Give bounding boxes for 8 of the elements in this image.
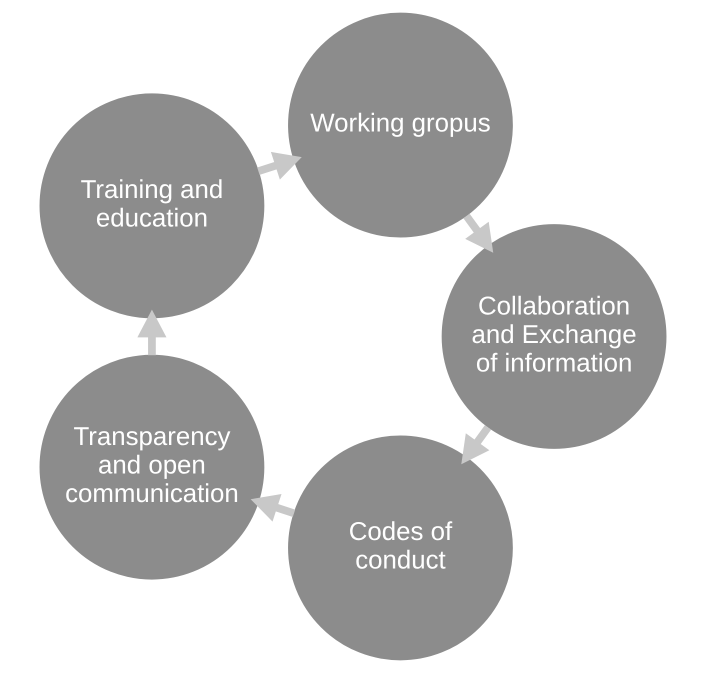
arrow [250,494,295,522]
node-circle: Training and education [39,93,264,318]
node-circle: Transparency and open communication [39,354,264,580]
arrow [256,152,302,180]
arrow [462,214,493,253]
node-circle: Codes of conduct [288,436,512,660]
arrow [460,425,491,464]
arrow [136,310,166,356]
